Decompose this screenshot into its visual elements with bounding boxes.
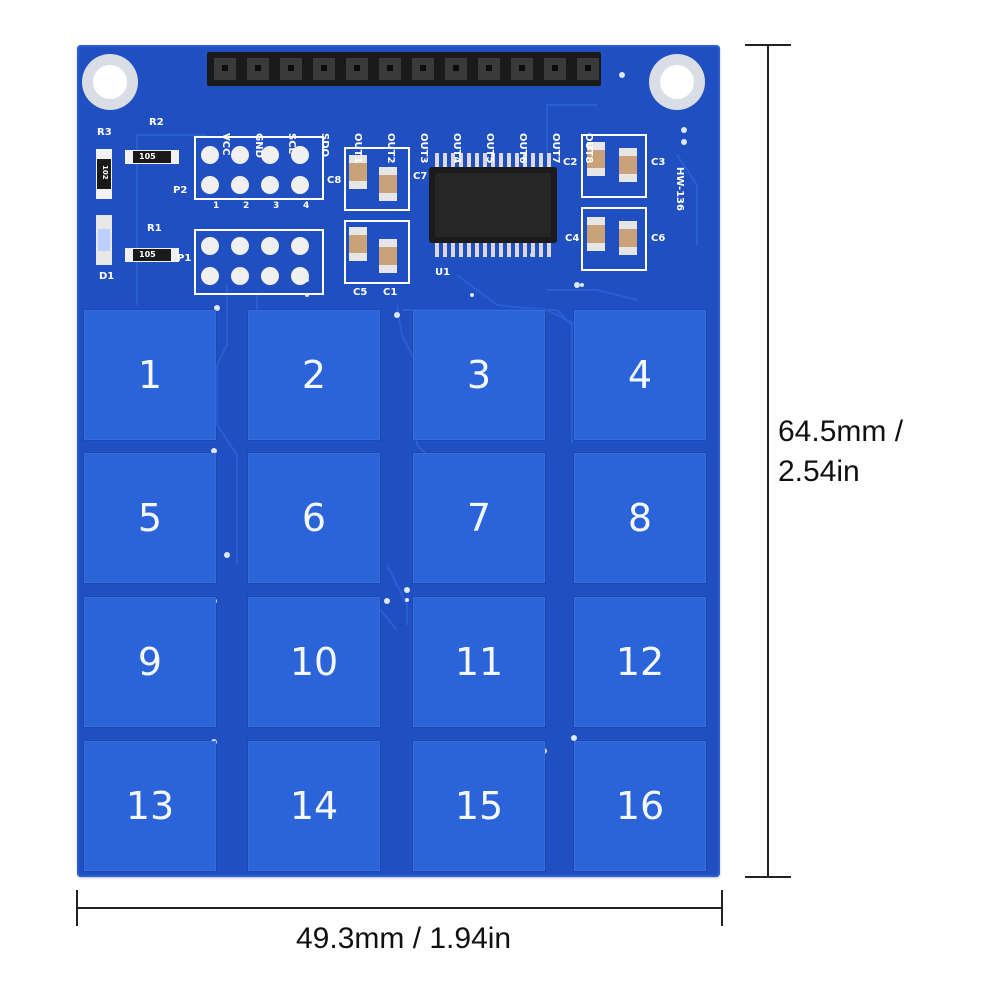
pin-label-out6: OUT6 — [517, 133, 528, 164]
label-d1: D1 — [99, 271, 115, 282]
height-dimension-line2: 2.54in — [778, 455, 860, 488]
jumper-number-2: 2 — [243, 201, 250, 211]
jumper-number-1: 1 — [213, 201, 220, 211]
pin-label-out5: OUT5 — [484, 133, 495, 164]
touch-pad-15[interactable]: 15 — [413, 741, 545, 871]
label-r2: R2 — [149, 117, 164, 128]
touch-pad-8[interactable]: 8 — [574, 453, 706, 583]
touch-pad-9[interactable]: 9 — [84, 597, 216, 727]
pin-label-out8: OUT8 — [583, 133, 594, 164]
resistor-r1 — [125, 248, 179, 262]
board-artwork — [82, 52, 705, 766]
pin-label-out1: OUT1 — [352, 133, 363, 164]
resistor-code-r2: 105 — [139, 152, 156, 161]
pin-label-scl: SCL — [286, 133, 297, 154]
touch-pad-5[interactable]: 5 — [84, 453, 216, 583]
touch-pad-11[interactable]: 11 — [413, 597, 545, 727]
label-c2: C2 — [563, 157, 578, 168]
touch-pad-1[interactable]: 1 — [84, 310, 216, 440]
label-r1: R1 — [147, 223, 162, 234]
label-p2: P2 — [173, 185, 188, 196]
width-dimension: 49.3mm / 1.94in — [296, 922, 512, 955]
pin-label-out2: OUT2 — [385, 133, 396, 164]
label-c7: C7 — [413, 171, 428, 182]
label-c5: C5 — [353, 287, 368, 298]
label-c8: C8 — [327, 175, 342, 186]
jumper-block-p1 — [194, 229, 324, 295]
pin-label-out4: OUT4 — [451, 133, 462, 164]
mounting-hole-right — [649, 54, 705, 110]
jumper-number-4: 4 — [303, 201, 310, 211]
pin-header — [207, 52, 601, 86]
pin-label-gnd: GND — [253, 133, 264, 158]
touch-pad-16[interactable]: 16 — [574, 741, 706, 871]
touch-pad-10[interactable]: 10 — [248, 597, 380, 727]
touch-pad-6[interactable]: 6 — [248, 453, 380, 583]
touch-pad-13[interactable]: 13 — [84, 741, 216, 871]
pin-label-out3: OUT3 — [418, 133, 429, 164]
led-d1 — [96, 215, 112, 265]
pin-label-out7: OUT7 — [550, 133, 561, 164]
resistor-code-r1: 105 — [139, 250, 156, 259]
height-dimension-line1: 64.5mm / — [778, 415, 904, 448]
capacitors — [344, 134, 647, 284]
label-c1: C1 — [383, 287, 398, 298]
label-c4: C4 — [565, 233, 580, 244]
touch-pad-14[interactable]: 14 — [248, 741, 380, 871]
touch-pad-7[interactable]: 7 — [413, 453, 545, 583]
resistor-r3 — [96, 149, 112, 199]
touch-keypad-board: VCC GND SCL SDO OUT1 OUT2 OUT3 OUT4 OUT5… — [77, 45, 720, 877]
touch-pad-12[interactable]: 12 — [574, 597, 706, 727]
resistor-r2 — [125, 150, 179, 164]
pin-label-vcc: VCC — [220, 133, 231, 156]
touch-pad-3[interactable]: 3 — [413, 310, 545, 440]
label-c6: C6 — [651, 233, 666, 244]
pin-label-sdo: SDO — [319, 133, 330, 158]
ic-chip-u1 — [429, 153, 557, 257]
jumper-number-3: 3 — [273, 201, 280, 211]
label-c3: C3 — [651, 157, 666, 168]
touch-pad-4[interactable]: 4 — [574, 310, 706, 440]
mounting-hole-left — [82, 54, 138, 110]
label-u1: U1 — [435, 267, 451, 278]
jumper-block-p2 — [194, 136, 324, 200]
label-r3: R3 — [97, 127, 112, 138]
label-p1: P1 — [177, 253, 192, 264]
touch-pad-2[interactable]: 2 — [248, 310, 380, 440]
